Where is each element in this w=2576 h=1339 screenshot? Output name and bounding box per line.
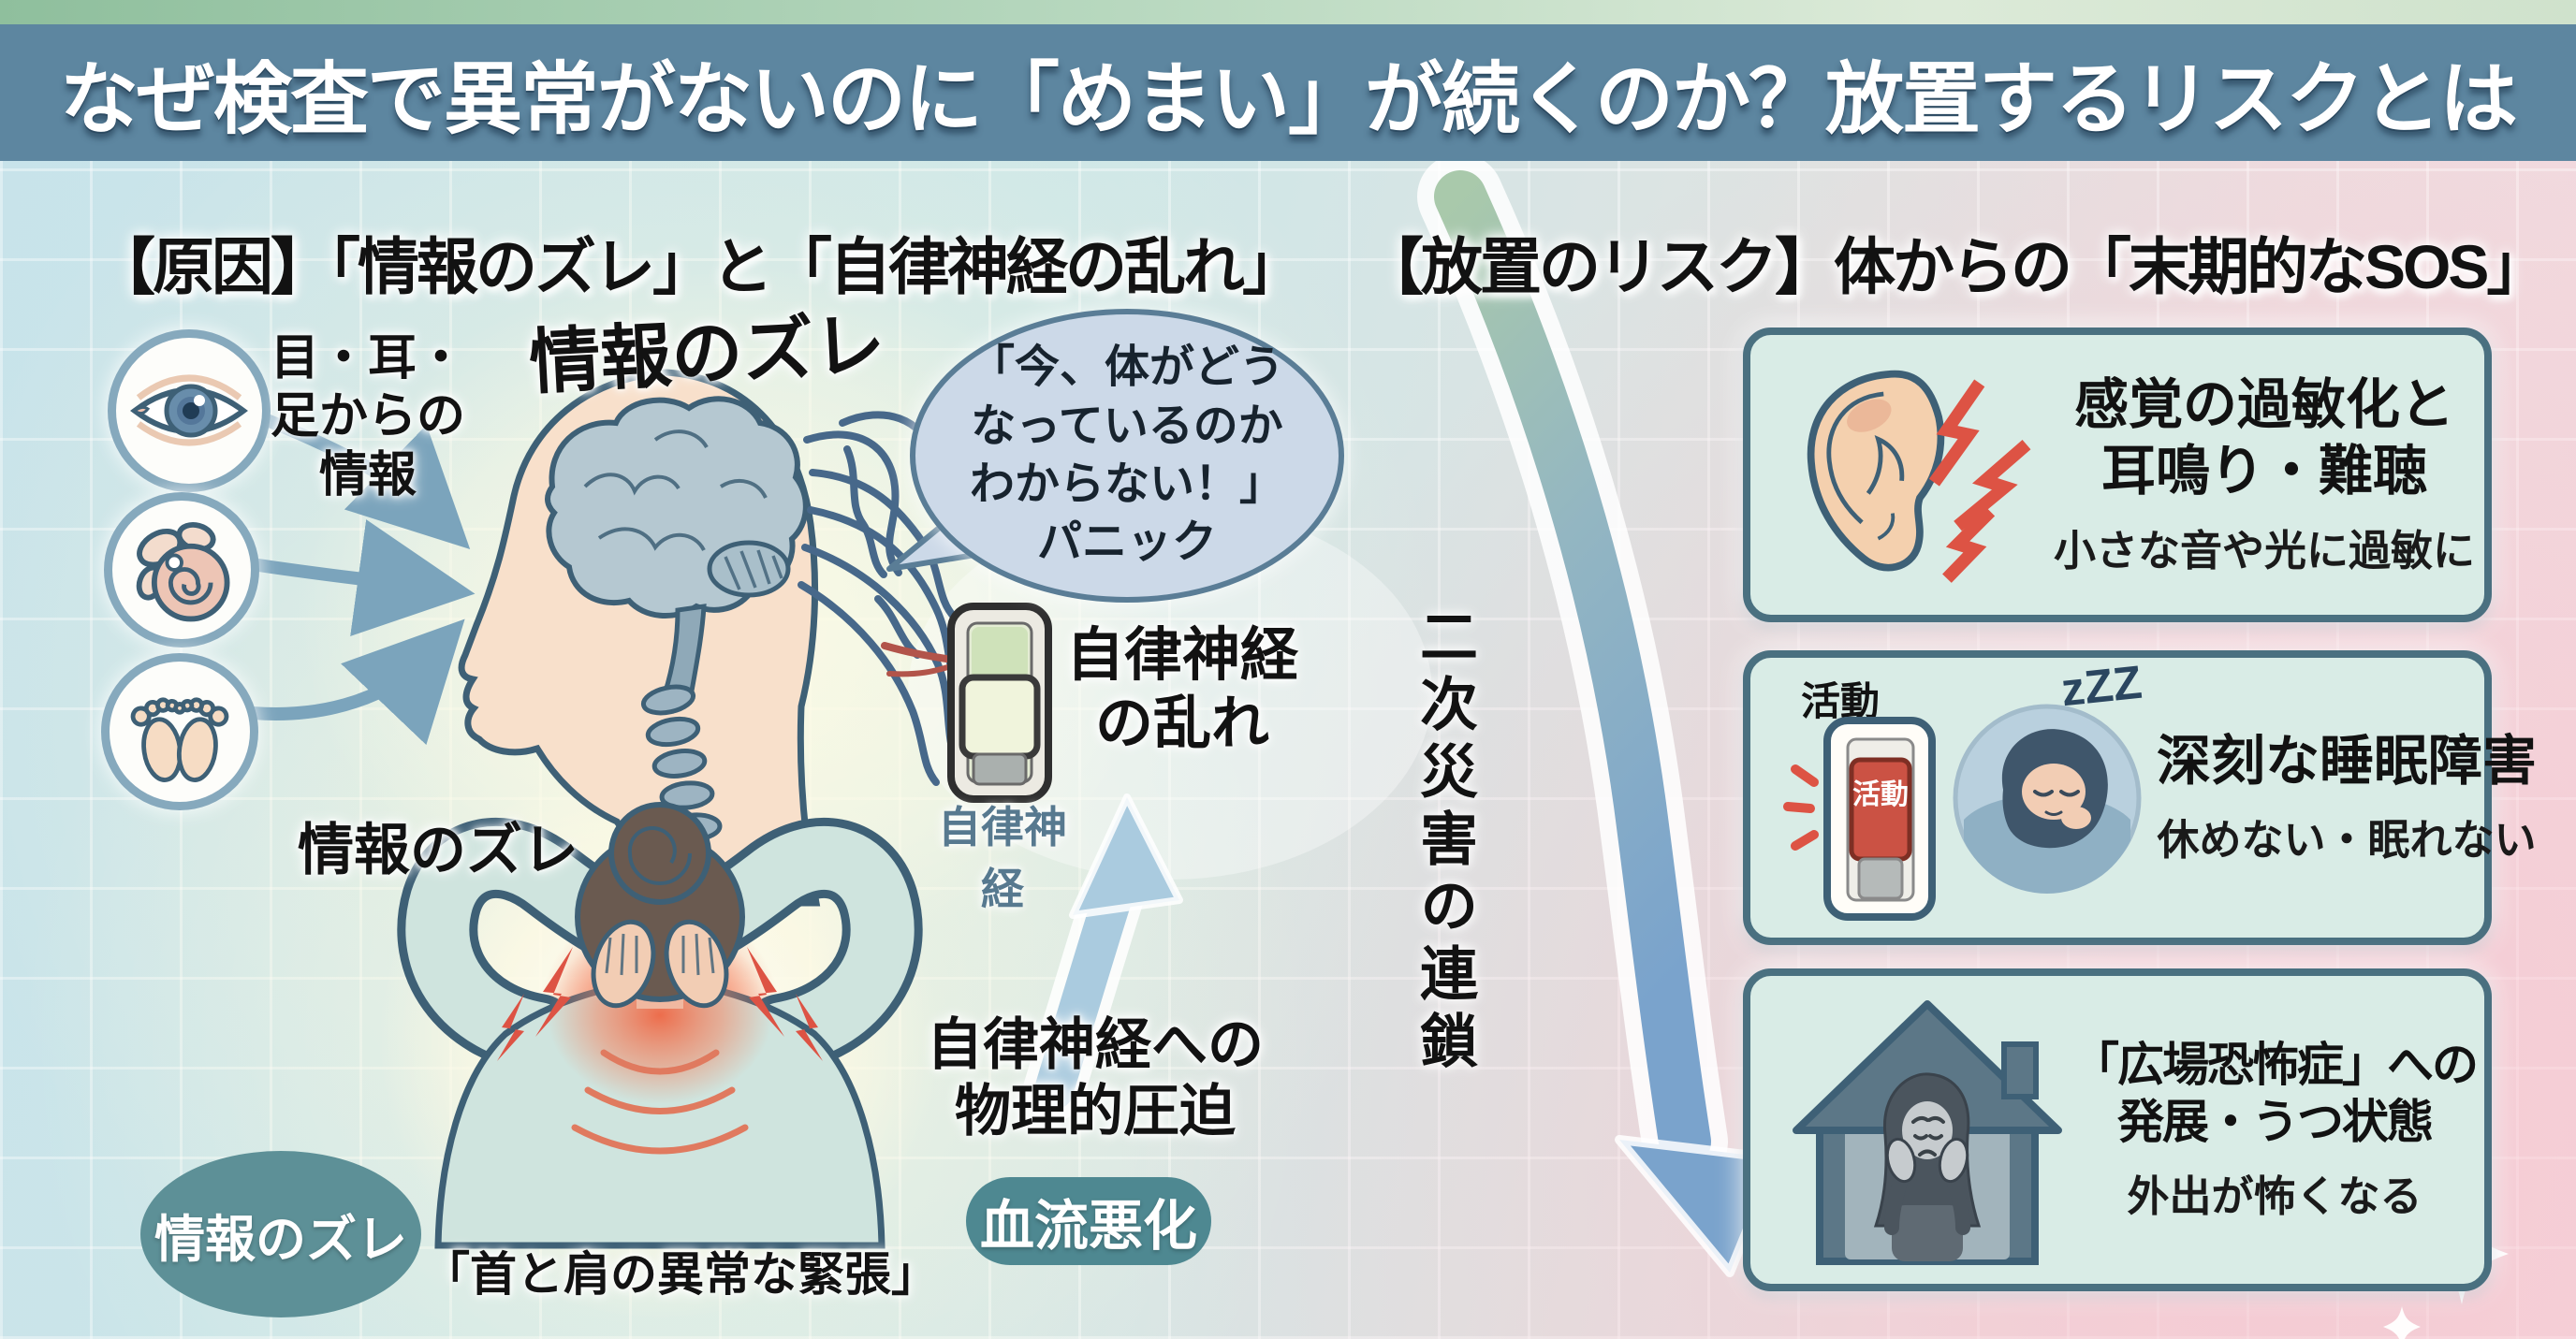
card-title-line: 感覚の過敏化と — [2074, 374, 2455, 436]
card-subtitle: 外出が怖くなる — [2127, 1172, 2422, 1220]
label-line: 物理的圧迫 — [955, 1079, 1236, 1143]
card-title-line: 発展・うつ状態 — [2117, 1096, 2434, 1148]
eye-icon — [130, 374, 248, 446]
secondary-disaster-chain-label: 二次災害の連鎖 — [1411, 606, 1475, 1078]
ear-alert-icon — [1807, 370, 2031, 583]
cause-section-header: 【原因】「情報のズレ」と「自律神経の乱れ」 — [94, 232, 1304, 301]
risk-card-hypersensitivity: 感覚の過敏化と 耳鳴り・難聴 小さな音や光に過敏に — [1743, 327, 2492, 622]
risk-card-agoraphobia: 「広場恐怖症」への 発展・うつ状態 外出が怖くなる — [1743, 968, 2492, 1291]
info-gap-label-top: 情報のズレ — [527, 305, 887, 403]
card-title-line: 深刻な睡眠障害 — [2157, 730, 2538, 792]
title-banner: なぜ検査で異常がないのに「めまい」が続くのか？放置するリスクとは — [0, 24, 2576, 161]
distressed-woman-icon — [1873, 1071, 1982, 1261]
switch-caption: 自律神経 — [938, 803, 1067, 913]
panic-speech-bubble: 「今、体がどう なっているのか わからない！」 パニック — [910, 309, 1344, 603]
autonomic-disorder-label: 自律神経 の乱れ — [1056, 621, 1309, 758]
card-subtitle: 休めない・眠れない — [2157, 816, 2537, 865]
inner-ear-icon — [136, 522, 230, 622]
sensor-sources-label: 目・耳・ 足からの 情報 — [242, 329, 494, 504]
bubble-line: なっているのか — [971, 400, 1283, 451]
sleeping-woman-icon — [1953, 704, 2142, 894]
stuck-activity-switch-icon: 活動 — [1783, 717, 1936, 921]
card-title-line: 耳鳴り・難聴 — [2101, 441, 2428, 502]
nerve-pressure-label: 自律神経への 物理的圧迫 — [899, 1012, 1292, 1145]
activity-switch-label: 活動 — [1801, 679, 1881, 723]
risk-section-header: 【放置のリスク】体からの「末期的なSOS」 — [1362, 232, 2548, 301]
label-line: 自律神経 — [1065, 623, 1298, 688]
card-title-line: 「広場恐怖症」への — [2072, 1039, 2479, 1091]
page-title: なぜ検査で異常がないのに「めまい」が続くのか？放置するリスクとは — [59, 54, 2518, 143]
feet-sensor-circle — [101, 653, 258, 810]
label-line: 自律神経への — [927, 1013, 1264, 1076]
neck-tension-caption: 「首と肩の異常な緊張」 — [423, 1248, 938, 1301]
switch-toggle-text: 活動 — [1852, 779, 1909, 810]
bubble-line: わからない！」 — [969, 459, 1284, 509]
autonomic-switch-icon — [947, 603, 1052, 803]
alert-bolt-icon — [1928, 379, 2031, 583]
label-line: 情報 — [318, 447, 417, 502]
bubble-line: パニック — [1036, 517, 1217, 568]
label-line: の乱れ — [1094, 691, 1269, 757]
risk-card-sleep-disorder: 活動 zZZ 活動 — [1743, 650, 2537, 945]
blood-flow-pill: 血流悪化 — [966, 1177, 1211, 1265]
feet-icon — [130, 697, 229, 782]
label-line: 目・耳・ — [270, 331, 465, 386]
label-line: 足からの — [270, 389, 465, 444]
info-gap-label-side: 情報のズレ — [298, 819, 578, 881]
house-agoraphobia-icon — [1793, 999, 2062, 1265]
down-chain-arrow-icon — [1417, 153, 1781, 1277]
bubble-line: 「今、体がどう — [969, 342, 1284, 393]
card-subtitle: 小さな音や光に過敏に — [2054, 526, 2476, 575]
top-accent-strip — [0, 0, 2576, 24]
eye-sensor-circle — [108, 329, 271, 492]
pain-bolt-icon — [497, 947, 823, 1061]
info-gap-pill: 情報のズレ — [140, 1151, 421, 1317]
inner-ear-sensor-circle — [104, 492, 259, 648]
